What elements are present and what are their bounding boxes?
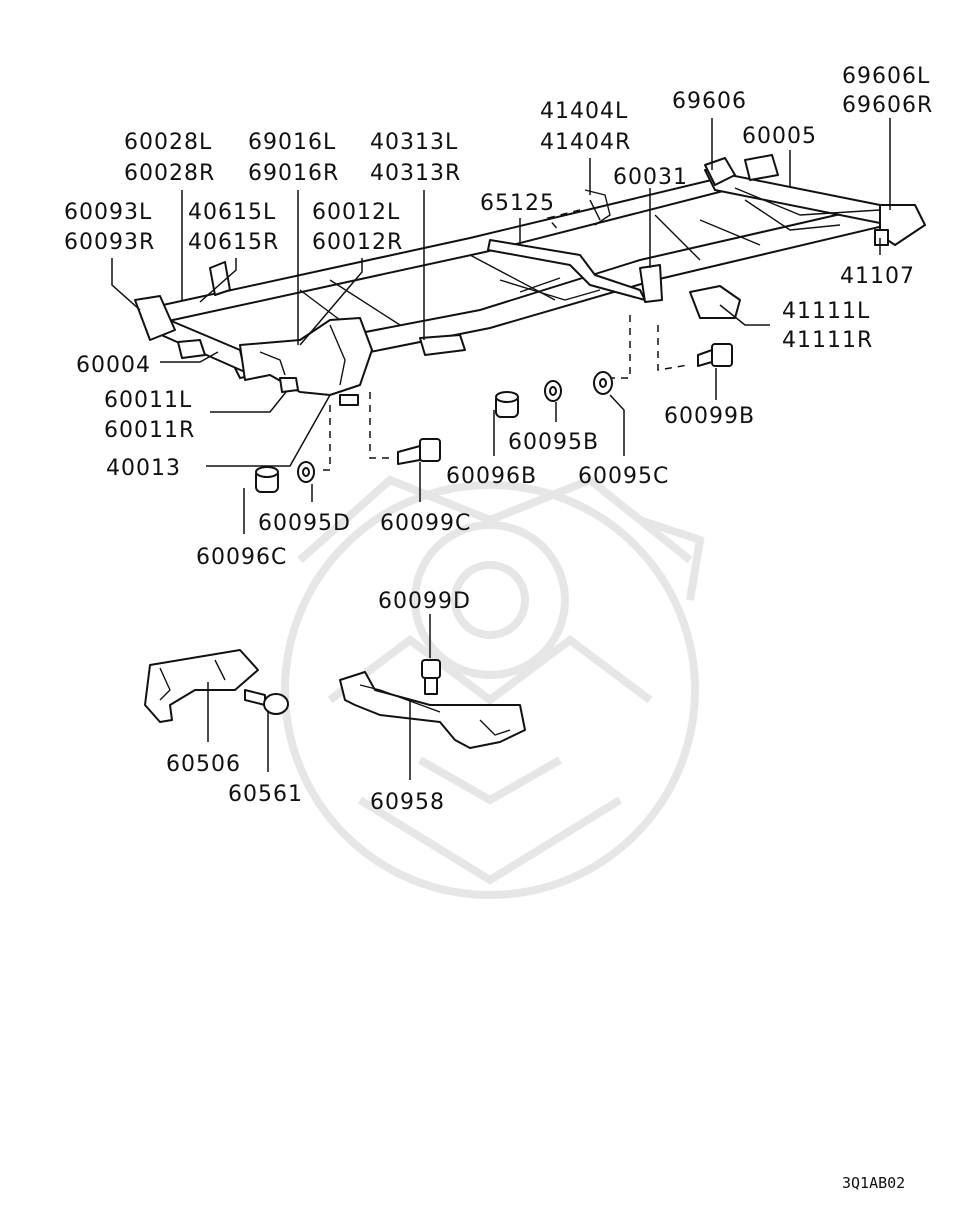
bolt-60561 <box>244 689 289 715</box>
label-40313L: 40313L <box>370 130 458 155</box>
washer-60095D <box>297 461 315 483</box>
label-40313R: 40313R <box>370 161 461 186</box>
rear-brackets <box>639 154 889 319</box>
label-60095B: 60095B <box>508 430 599 455</box>
part-labels: 69606L 69606R 69606 60005 41404L 41404R … <box>64 64 933 815</box>
bolt-60099B <box>697 343 733 367</box>
label-60028L: 60028L <box>124 130 212 155</box>
label-60011L: 60011L <box>104 388 192 413</box>
label-60011R: 60011R <box>104 418 195 443</box>
label-41404L: 41404L <box>540 99 628 124</box>
label-60095C: 60095C <box>578 464 669 489</box>
label-60096B: 60096B <box>446 464 537 489</box>
bolt-60099D <box>421 659 441 695</box>
label-41107: 41107 <box>840 264 915 289</box>
label-60005: 60005 <box>742 124 817 149</box>
label-69606: 69606 <box>672 89 747 114</box>
label-60561: 60561 <box>228 782 303 807</box>
bracket-60958 <box>339 671 526 749</box>
bolt-60099C <box>397 438 441 465</box>
label-69016R: 69016R <box>248 161 339 186</box>
label-60012L: 60012L <box>312 200 400 225</box>
label-60004: 60004 <box>76 353 151 378</box>
label-60099D: 60099D <box>378 589 471 614</box>
label-60095D: 60095D <box>258 511 351 536</box>
label-41111R: 41111R <box>782 328 873 353</box>
label-60028R: 60028R <box>124 161 215 186</box>
label-41111L: 41111L <box>782 299 870 324</box>
label-69606R: 69606R <box>842 93 933 118</box>
label-60012R: 60012R <box>312 230 403 255</box>
mount-60096B <box>495 391 519 418</box>
label-60093R: 60093R <box>64 230 155 255</box>
diagram-code: 3Q1AB02 <box>842 1174 905 1192</box>
chassis-frame <box>134 157 926 379</box>
label-41404R: 41404R <box>540 130 631 155</box>
label-60099B: 60099B <box>664 404 755 429</box>
tow-hook-60506 <box>144 649 259 723</box>
front-crossmember <box>177 261 466 406</box>
label-69016L: 69016L <box>248 130 336 155</box>
watermark-emblem <box>281 475 705 899</box>
label-60031: 60031 <box>613 165 688 190</box>
label-40615L: 40615L <box>188 200 276 225</box>
label-60958: 60958 <box>370 790 445 815</box>
washer-60095B <box>544 380 562 402</box>
label-40013: 40013 <box>106 456 181 481</box>
label-60099C: 60099C <box>380 511 471 536</box>
washer-60095C <box>593 371 613 395</box>
label-60096C: 60096C <box>196 545 287 570</box>
leader-lines <box>111 118 891 780</box>
label-60506: 60506 <box>166 752 241 777</box>
label-40615R: 40615R <box>188 230 279 255</box>
label-69606L: 69606L <box>842 64 930 89</box>
label-60093L: 60093L <box>64 200 152 225</box>
mount-60096C <box>255 466 279 493</box>
label-65125: 65125 <box>480 191 555 216</box>
